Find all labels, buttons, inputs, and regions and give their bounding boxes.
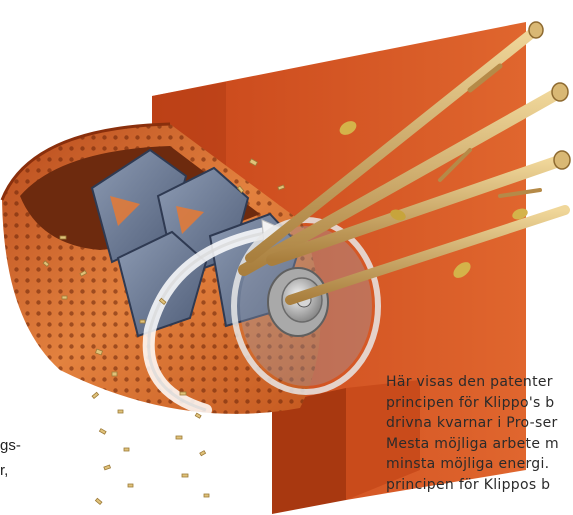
cut-off-text-line-1: gs-	[0, 437, 21, 455]
cut-off-text-line-2: r,	[0, 462, 8, 480]
caption-text: Här visas den patenter principen för Kli…	[386, 372, 573, 495]
caption-line: minsta möjliga energi.	[386, 454, 573, 475]
caption-line: principen för Klippo's b	[386, 393, 573, 414]
caption-line: drivna kvarnar i Pro-ser	[386, 413, 573, 434]
caption-line: Här visas den patenter	[386, 372, 573, 393]
caption-line: principen för Klippos b	[386, 475, 573, 496]
caption-line: Mesta möjliga arbete m	[386, 434, 573, 455]
